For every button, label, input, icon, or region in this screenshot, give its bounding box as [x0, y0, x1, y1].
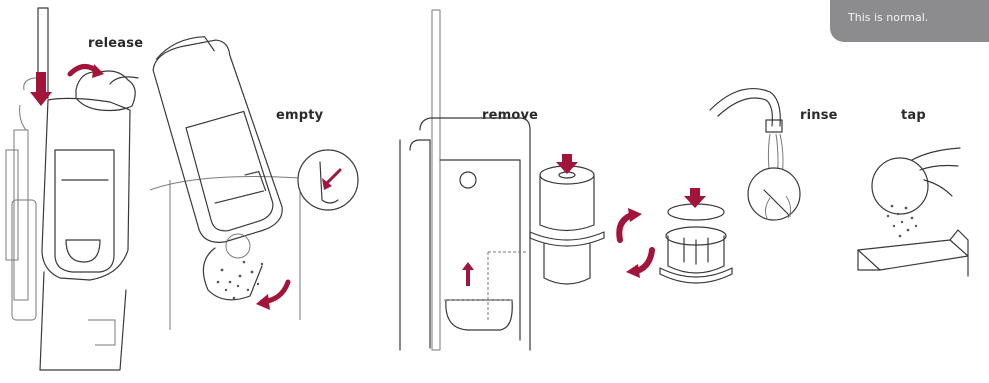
vacuum-release-figure	[5, 7, 139, 371]
rinse-figure	[709, 88, 801, 221]
tap-figure	[857, 147, 969, 277]
note-text: This is normal.	[848, 11, 929, 24]
base-remove-figure	[399, 9, 733, 351]
step-label-empty: empty	[276, 108, 324, 123]
step-label-rinse: rinse	[800, 108, 838, 123]
bin-empty-figure	[149, 36, 359, 330]
step-label-tap: tap	[901, 108, 926, 123]
step-label-release: release	[88, 36, 144, 51]
note-badge: This is normal.	[830, 0, 989, 42]
